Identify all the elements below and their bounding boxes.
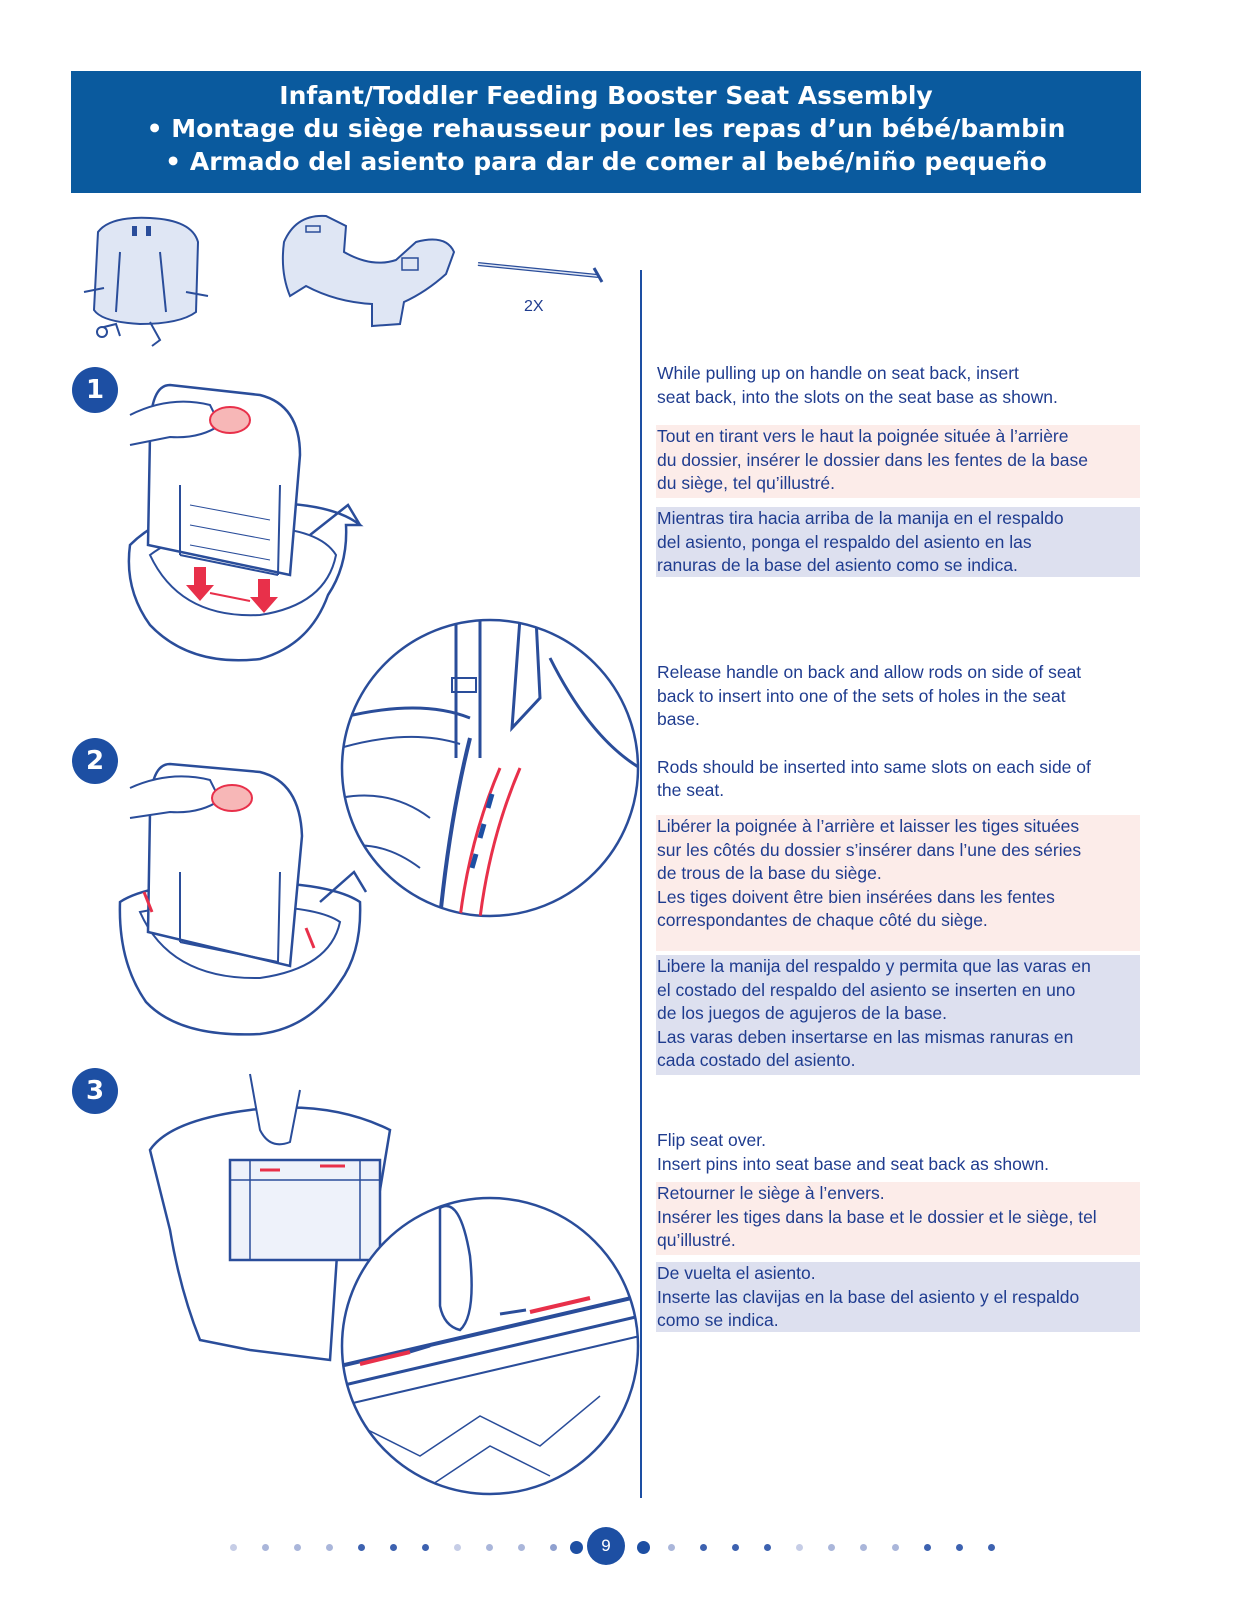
page-dot [454, 1544, 461, 1551]
page-dot [518, 1544, 525, 1551]
page-dot [358, 1544, 365, 1551]
step-3-number: 3 [72, 1068, 118, 1114]
step-1-french-text: Tout en tirant vers le haut la poignée s… [656, 425, 1140, 498]
page-dot [262, 1544, 269, 1551]
page-dot [988, 1544, 995, 1551]
page-dot [860, 1544, 867, 1551]
page-dot-large [570, 1541, 583, 1554]
page-dot [924, 1544, 931, 1551]
step-2-spanish-text: Libere la manija del respaldo y permita … [656, 955, 1140, 1075]
page-dot [956, 1544, 963, 1551]
page-dot [828, 1544, 835, 1551]
step-3-detail-zoom [340, 1196, 640, 1496]
page-dot [390, 1544, 397, 1551]
page-dot [700, 1544, 707, 1551]
title-french: • Montage du siège rehausseur pour les r… [146, 114, 1066, 143]
step-1-english-text: While pulling up on handle on seat back,… [657, 363, 1058, 407]
step-1-number: 1 [72, 367, 118, 413]
step-3-french-text: Retourner le siège à l’envers. Insérer l… [656, 1182, 1140, 1255]
step-1-illustration [127, 383, 364, 662]
page-number-badge: 9 [587, 1527, 625, 1565]
page-dot [668, 1544, 675, 1551]
column-divider [640, 270, 642, 1498]
step-2-number: 2 [72, 738, 118, 784]
seat-back-part-illustration [83, 216, 209, 347]
page-dot [486, 1544, 493, 1551]
step-2-french-text: Libérer la poignée à l’arrière et laisse… [656, 815, 1140, 951]
page-dot [764, 1544, 771, 1551]
page-dot [326, 1544, 333, 1551]
page-dot [550, 1544, 557, 1551]
seat-base-part-illustration [281, 214, 456, 328]
page-header: Infant/Toddler Feeding Booster Seat Asse… [71, 71, 1141, 193]
title-english: Infant/Toddler Feeding Booster Seat Asse… [279, 81, 933, 110]
title-spanish: • Armado del asiento para dar de comer a… [165, 147, 1047, 176]
step-3-spanish-text: De vuelta el asiento. Inserte las clavij… [656, 1262, 1140, 1332]
page-dot [294, 1544, 301, 1551]
step-2-english-text: Release handle on back and allow rods on… [657, 662, 1091, 800]
step-2-detail-zoom [340, 618, 640, 918]
page-dot [796, 1544, 803, 1551]
page-dot [230, 1544, 237, 1551]
step-3-illustration [148, 1073, 441, 1362]
pin-part-illustration [477, 262, 604, 283]
page-dot [732, 1544, 739, 1551]
step-2-illustration [118, 762, 368, 1036]
page-dot [892, 1544, 899, 1551]
page-indicator-dots [0, 1530, 1237, 1566]
page-dot-large [637, 1541, 650, 1554]
page-dot [422, 1544, 429, 1551]
step-1-spanish-text: Mientras tira hacia arriba de la manija … [656, 507, 1140, 577]
pin-quantity-label: 2X [524, 298, 544, 315]
step-3-english-text: Flip seat over. Insert pins into seat ba… [657, 1130, 1050, 1174]
